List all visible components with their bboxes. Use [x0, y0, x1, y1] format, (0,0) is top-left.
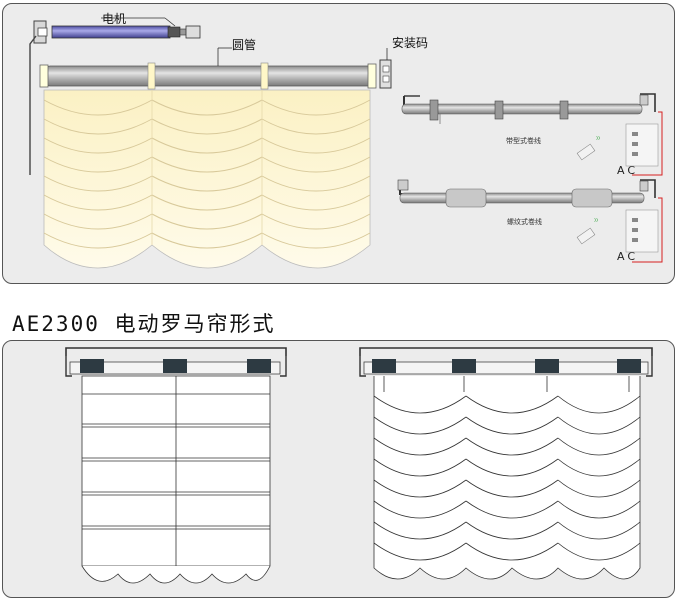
signal-icon: ⁾⁾: [596, 135, 600, 144]
swag-fold: [465, 416, 559, 435]
swag-fold: [465, 542, 559, 561]
swag-fold: [261, 99, 371, 116]
wall-switch-1: [625, 123, 659, 167]
belt-type-reel: [401, 93, 656, 124]
belt-type-label: 带型式卷线: [506, 137, 541, 145]
swag-fold: [465, 521, 559, 540]
mount-code-label: 安装码: [392, 36, 429, 50]
swag-fold: [43, 213, 153, 230]
ac-label-1: AC: [617, 164, 639, 177]
swag-fold: [465, 458, 559, 477]
swag-fold: [373, 395, 467, 414]
swag-fold: [43, 175, 153, 192]
section-title: AE2300 电动罗马帘形式: [12, 312, 276, 336]
screw-type-reel: [397, 179, 656, 208]
roman-shade-fabric: [43, 89, 371, 269]
swag-fold: [151, 232, 263, 249]
swag-fold: [261, 194, 371, 211]
swag-fold: [557, 437, 641, 456]
swag-roman-shade: [359, 347, 653, 580]
motor-end-clip: [185, 25, 201, 39]
swag-fold: [43, 232, 153, 249]
swag-fold: [261, 232, 371, 249]
swag-fold: [261, 156, 371, 173]
swag-fold: [465, 395, 559, 414]
swag-fold: [261, 175, 371, 192]
swag-fold: [43, 156, 153, 173]
swag-fold: [151, 194, 263, 211]
swag-fold: [151, 99, 263, 116]
swag-fold: [373, 500, 467, 519]
swag-fold: [557, 500, 641, 519]
swag-fold: [373, 542, 467, 561]
round-tube: [39, 62, 377, 90]
swag-fold: [151, 213, 263, 230]
motor: [51, 25, 190, 39]
swag-fold: [557, 479, 641, 498]
swag-fold: [151, 175, 263, 192]
swag-fold: [151, 137, 263, 154]
left-mount-bracket: [33, 20, 48, 44]
lift-block: [80, 359, 104, 373]
swag-fold: [373, 458, 467, 477]
swag-fold: [557, 521, 641, 540]
lift-block: [452, 359, 476, 373]
swag-fold: [43, 137, 153, 154]
flat-roman-shade: [65, 347, 287, 584]
swag-fold: [43, 99, 153, 116]
lift-block: [617, 359, 641, 373]
power-cord: [29, 35, 37, 175]
swag-fold: [151, 156, 263, 173]
swag-fold: [43, 118, 153, 135]
screw-type-label: 螺纹式卷线: [507, 218, 542, 226]
swag-fold: [373, 437, 467, 456]
swag-fold: [465, 500, 559, 519]
swag-fold: [261, 118, 371, 135]
lift-block: [163, 359, 187, 373]
swag-fold: [261, 137, 371, 154]
swag-fold: [373, 479, 467, 498]
signal-icon: ⁾⁾: [594, 217, 598, 226]
swag-fold: [373, 521, 467, 540]
swag-fold: [43, 194, 153, 211]
swag-fold: [465, 479, 559, 498]
swag-fold: [557, 395, 641, 414]
swag-fold: [557, 542, 641, 561]
motor-label: 电机: [102, 12, 127, 26]
lift-block: [535, 359, 559, 373]
mount-code-bracket: [379, 59, 392, 89]
remote-2: ⁾⁾: [576, 217, 598, 245]
lift-block: [372, 359, 396, 373]
ac-label-2: AC: [617, 250, 639, 263]
swag-fold: [465, 437, 559, 456]
tube-label: 圆管: [232, 38, 257, 52]
swag-fold: [261, 213, 371, 230]
red-wire-2: [632, 197, 663, 263]
swag-fold: [151, 118, 263, 135]
wall-switch-2: [625, 209, 659, 253]
lift-block: [247, 359, 271, 373]
red-wire-1: [632, 111, 663, 176]
swag-fold: [557, 416, 641, 435]
swag-fold: [373, 416, 467, 435]
swag-fold: [557, 458, 641, 477]
remote-1: ⁾⁾: [576, 135, 600, 161]
